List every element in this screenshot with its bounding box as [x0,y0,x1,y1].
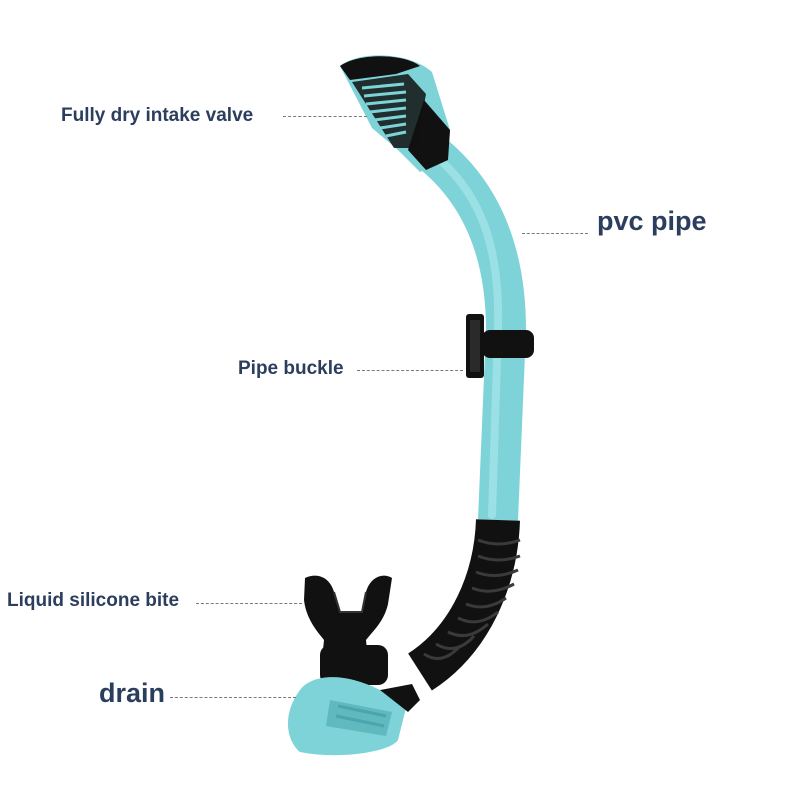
leader-pipe-buckle [357,370,463,371]
pipe-buckle [466,314,534,378]
leader-intake-valve [283,116,367,117]
leader-silicone-bite [196,603,302,604]
drain-valve [287,677,420,756]
label-pipe-buckle: Pipe buckle [238,358,344,379]
leader-pvc-pipe [522,233,588,234]
label-drain: drain [99,678,166,708]
leader-drain [170,697,296,698]
intake-valve [340,55,450,173]
label-pvc-pipe: pvc pipe [597,206,707,236]
silicone-bite [304,575,392,685]
label-silicone-bite: Liquid silicone bite [7,590,180,611]
label-intake-valve: Fully dry intake valve [61,105,254,126]
pvc-pipe-highlight [436,156,503,519]
